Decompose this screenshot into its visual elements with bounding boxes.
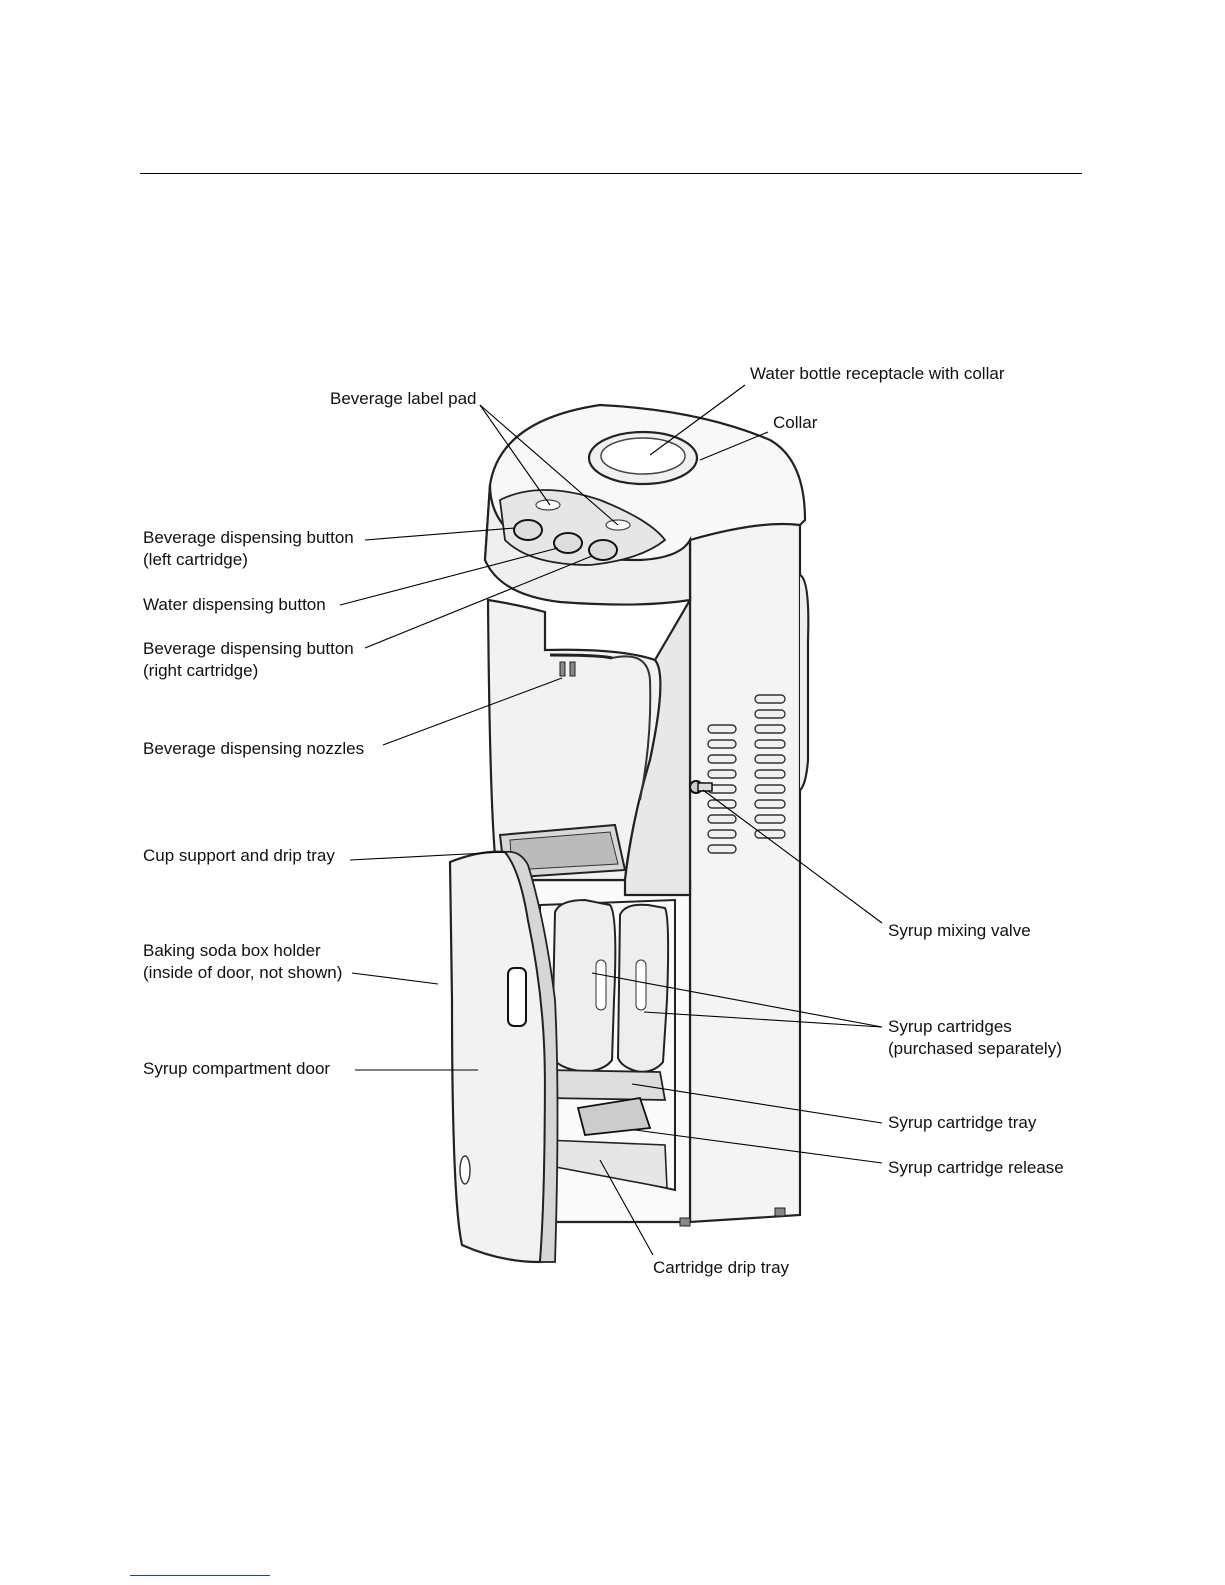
- control-panel: [499, 489, 667, 566]
- label-beverage-button-left-line2: (left cartridge): [143, 550, 248, 569]
- right-cartridge-button-icon: [588, 539, 618, 561]
- label-beverage-button-right-line2: (right cartridge): [143, 661, 259, 680]
- label-cup-support: Cup support and drip tray: [143, 846, 335, 865]
- label-syrup-door: Syrup compartment door: [143, 1059, 331, 1078]
- label-beverage-button-right-line1: Beverage dispensing button: [143, 639, 354, 658]
- label-syrup-cartridge-tray: Syrup cartridge tray: [888, 1113, 1037, 1132]
- side-vents: [707, 694, 786, 854]
- label-cartridge-drip-tray: Cartridge drip tray: [653, 1258, 790, 1277]
- label-water-button: Water dispensing button: [143, 595, 326, 614]
- label-syrup-mixing-valve: Syrup mixing valve: [888, 921, 1031, 940]
- label-beverage-button-right: Beverage dispensing button (right cartri…: [143, 638, 354, 682]
- syrup-cartridge-release: [576, 1096, 652, 1136]
- label-beverage-button-left-line1: Beverage dispensing button: [143, 528, 354, 547]
- label-nozzles: Beverage dispensing nozzles: [143, 739, 365, 758]
- syrup-compartment: [539, 898, 676, 1192]
- cup-drip-tray: [498, 823, 627, 880]
- label-syrup-cartridges: Syrup cartridges (purchased separately): [888, 1016, 1062, 1060]
- label-water-bottle-receptacle: Water bottle receptacle with collar: [750, 364, 1005, 383]
- label-collar: Collar: [773, 413, 818, 432]
- label-syrup-cartridges-line2: (purchased separately): [888, 1039, 1062, 1058]
- water-button-icon: [553, 532, 583, 554]
- label-baking-soda-line1: Baking soda box holder: [143, 941, 321, 960]
- syrup-compartment-door: [448, 850, 559, 1264]
- footer-link-underline: [130, 1575, 270, 1576]
- water-bottle-receptacle: [587, 430, 699, 486]
- syrup-cartridge-left: [550, 898, 617, 1074]
- label-baking-soda-line2: (inside of door, not shown): [143, 963, 343, 982]
- syrup-mixing-valve: [689, 780, 713, 794]
- nozzles: [549, 653, 652, 801]
- label-beverage-button-left: Beverage dispensing button (left cartrid…: [143, 527, 354, 571]
- left-cartridge-button-icon: [513, 519, 543, 541]
- leader-lines: [339, 384, 883, 1256]
- label-syrup-cartridge-release: Syrup cartridge release: [888, 1158, 1064, 1177]
- door-handle-icon: [507, 967, 527, 1027]
- label-syrup-cartridges-line1: Syrup cartridges: [888, 1017, 1012, 1036]
- syrup-cartridge-tray: [543, 1069, 667, 1101]
- header-rule: [140, 173, 1082, 174]
- label-beverage-label-pad: Beverage label pad: [330, 389, 477, 408]
- foot-front: [679, 1217, 691, 1227]
- foot-back: [774, 1207, 786, 1217]
- label-baking-soda-holder: Baking soda box holder (inside of door, …: [143, 940, 342, 984]
